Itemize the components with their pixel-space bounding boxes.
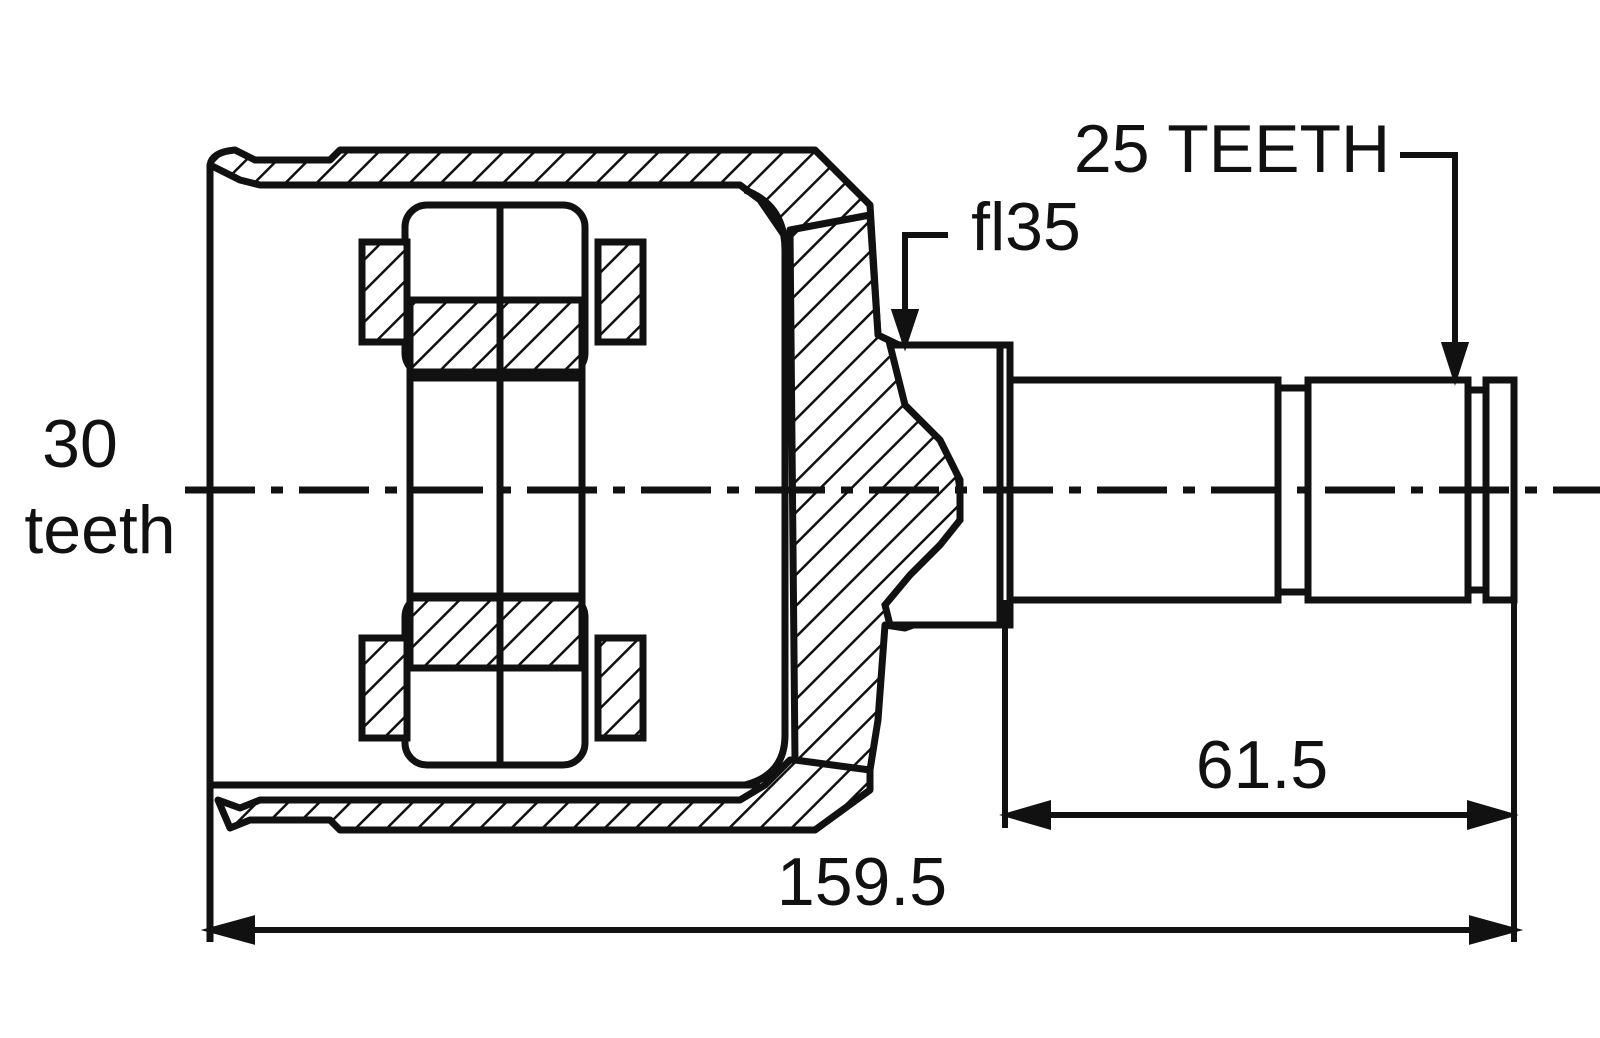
housing-inner-cavity — [743, 186, 789, 789]
roller-top-cap-right — [594, 238, 647, 346]
arrow-total-left — [200, 915, 255, 945]
outer-housing — [206, 146, 972, 942]
label-left-teeth-unit: teeth — [24, 492, 175, 568]
tripod-spider — [358, 201, 647, 769]
arrow-seal-diameter — [890, 309, 920, 352]
housing-bottom-wall — [214, 756, 874, 834]
dimension-lines — [200, 152, 1524, 945]
arrow-total-right — [1469, 915, 1524, 945]
label-right-teeth: 25 TEETH — [1074, 111, 1390, 187]
leader-splines-right — [1400, 152, 1458, 355]
roller-bottom-needles — [406, 594, 586, 672]
roller-bottom-cap-right — [594, 634, 647, 742]
arrow-splines-right — [1440, 342, 1470, 386]
arrow-stub-right — [1467, 800, 1519, 830]
label-seal-diameter: fl35 — [971, 189, 1081, 265]
roller-bottom-cap-left — [358, 634, 411, 742]
annotations: 30 teeth 25 TEETH fl35 61.5 159.5 — [24, 111, 1390, 920]
label-left-teeth-count: 30 — [42, 406, 118, 482]
output-stub-shaft — [881, 341, 1518, 629]
label-length-total: 159.5 — [777, 844, 947, 920]
label-length-stub: 61.5 — [1196, 727, 1328, 803]
roller-top-needles — [406, 296, 586, 376]
leader-seal-diameter — [902, 232, 948, 320]
roller-top-cap-left — [358, 238, 411, 346]
arrow-stub-left — [999, 800, 1051, 830]
